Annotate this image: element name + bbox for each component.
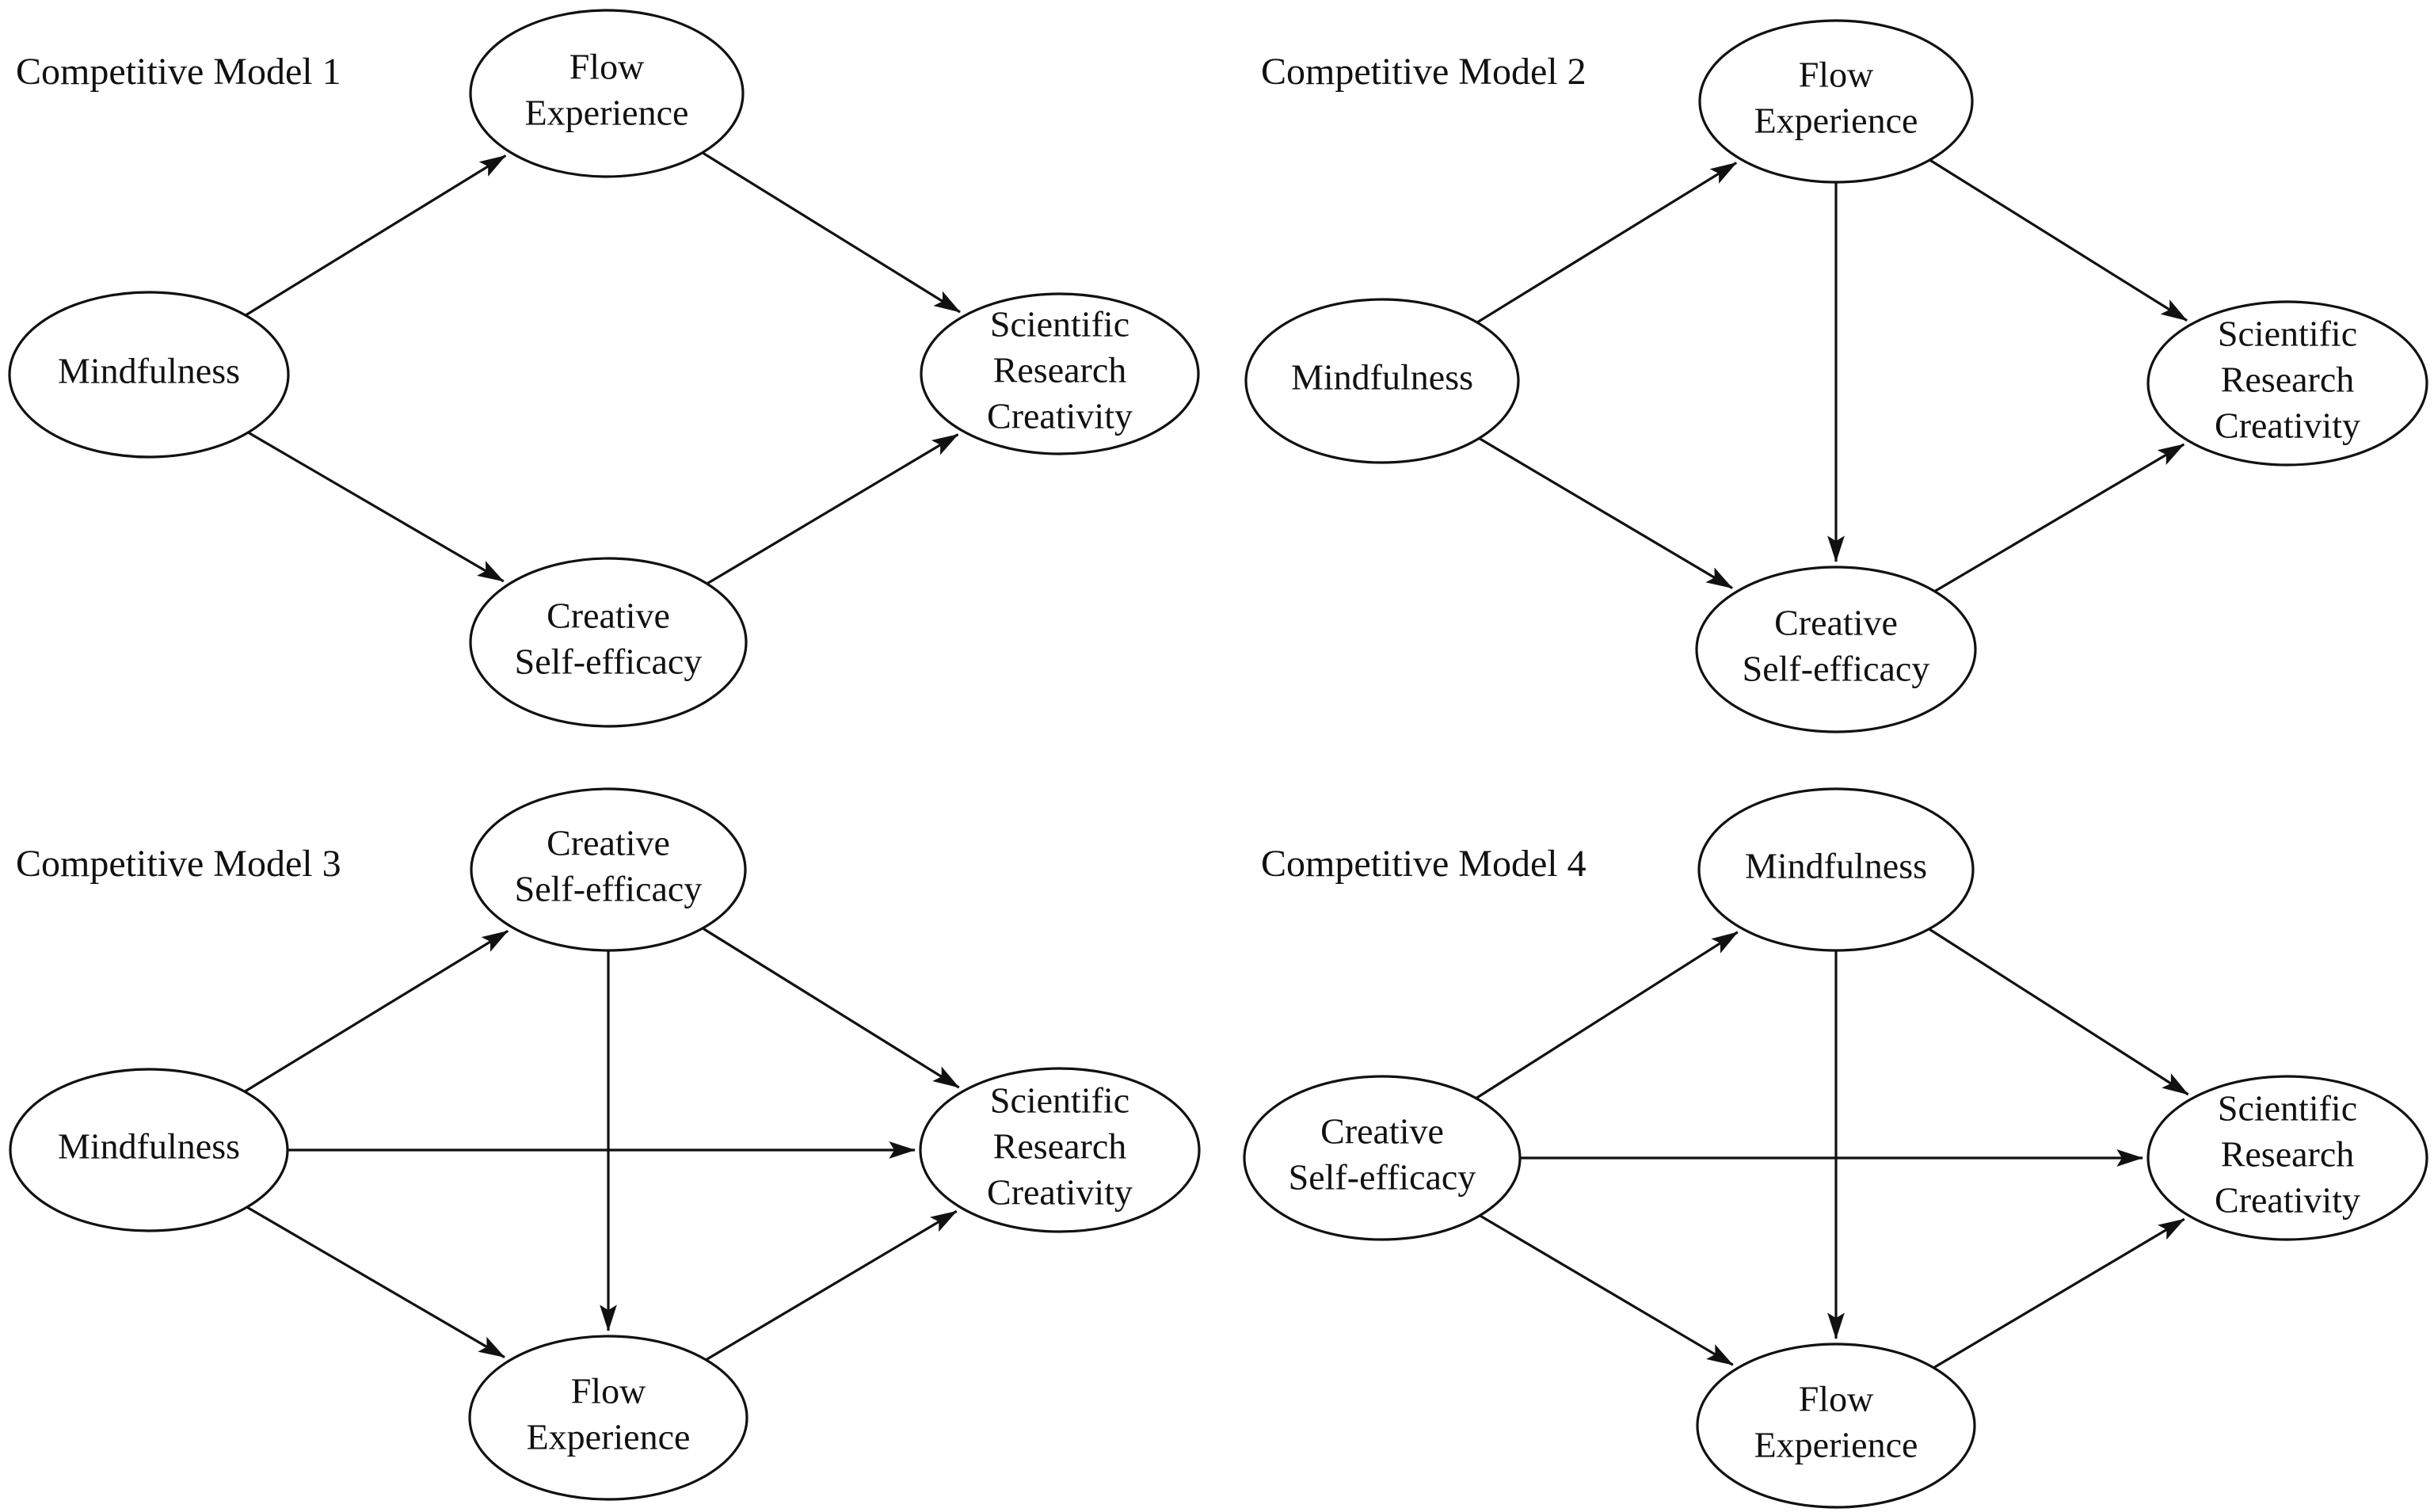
- node-ellipse-m2-src: [2146, 300, 2428, 467]
- edge-m4-e4: Flow Experience to Scientific Research C…: [1933, 1217, 2185, 1369]
- edge-m2-e1: Mindfulness to Flow Experience: [1476, 162, 1738, 324]
- edge-m3-e4: Flow Experience to Scientific Research C…: [705, 1209, 958, 1362]
- edge-m1-e1: Mindfulness to Flow Experience: [245, 154, 507, 317]
- node-label-m2-cse: Self-efficacy: [1743, 649, 1930, 689]
- node-m3-mindfulness: Mindfulness: [9, 1068, 289, 1232]
- node-label-m1-cse: Self-efficacy: [515, 642, 703, 682]
- node-label-m3-src: Creativity: [987, 1172, 1133, 1213]
- node-ellipse-m4-flow: [1696, 1343, 1976, 1509]
- node-ellipse-m4-mindfulness: [1697, 787, 1975, 952]
- node-label-m1-mindfulness: Mindfulness: [58, 351, 240, 391]
- node-label-m1-flow: Experience: [525, 93, 689, 133]
- node-label-m3-flow: Experience: [527, 1417, 691, 1457]
- panel-title-model-4: Competitive Model 4: [1261, 843, 1586, 885]
- edge-m3-e1: Mindfulness to Creative Self-efficacy: [244, 930, 509, 1093]
- node-ellipse-m3-cse: [470, 787, 747, 952]
- node-ellipse-m4-cse: [1243, 1075, 1522, 1241]
- node-label-m1-flow: Flow: [569, 47, 645, 87]
- edge-m1-e3: Flow Experience to Scientific Research C…: [701, 151, 961, 314]
- node-label-m2-mindfulness: Mindfulness: [1291, 357, 1473, 398]
- edge-m4-e2: Creative Self-efficacy to Flow Experienc…: [1479, 1214, 1734, 1366]
- node-label-m2-cse: Creative: [1774, 603, 1898, 643]
- node-ellipse-m1-cse: [469, 557, 748, 728]
- node-m2-mindfulness: Mindfulness: [1244, 298, 1520, 464]
- node-m1-mindfulness: Mindfulness: [8, 291, 290, 459]
- node-ellipse-m1-mindfulness: [8, 291, 290, 459]
- node-label-m2-flow: Experience: [1754, 101, 1918, 141]
- edge-m3-e3: Creative Self-efficacy to Scientific Res…: [702, 927, 960, 1089]
- node-ellipse-m3-flow: [468, 1335, 748, 1501]
- node-label-m4-flow: Experience: [1754, 1425, 1918, 1465]
- node-label-m4-src: Research: [2221, 1134, 2355, 1175]
- node-label-m4-flow: Flow: [1799, 1379, 1874, 1419]
- panel-title-model-1: Competitive Model 1: [16, 51, 341, 93]
- edge-m1-e2: Mindfulness to Creative Self-efficacy: [247, 431, 505, 583]
- edge-m4-e3: Mindfulness to Scientific Research Creat…: [1928, 927, 2189, 1096]
- node-label-m1-src: Creativity: [987, 396, 1133, 436]
- node-label-m3-mindfulness: Mindfulness: [58, 1126, 240, 1167]
- node-ellipse-m2-mindfulness: [1244, 298, 1520, 464]
- node-label-m4-src: Creativity: [2215, 1180, 2360, 1221]
- panel-titles-layer: Competitive Model 1 Competitive Model 2 Co…: [16, 51, 1586, 885]
- node-label-m3-cse: Self-efficacy: [515, 869, 703, 909]
- edge-m2-e3: Flow Experience to Scientific Research C…: [1929, 158, 2188, 322]
- node-ellipse-m4-src: [2146, 1075, 2428, 1241]
- edge-m4-e1: Creative Self-efficacy to Mindfulness: [1475, 931, 1739, 1099]
- edge-m2-e4: Creative Self-efficacy to Scientific Res…: [1933, 443, 2185, 592]
- edges-layer: Mindfulness to Flow ExperienceMindfulnes…: [244, 151, 2189, 1369]
- node-label-m1-cse: Creative: [547, 596, 670, 636]
- panel-title-model-3: Competitive Model 3: [16, 843, 341, 885]
- node-label-m4-cse: Self-efficacy: [1289, 1157, 1476, 1198]
- node-ellipse-m3-src: [919, 1067, 1201, 1233]
- node-m4-mindfulness: Mindfulness: [1697, 787, 1975, 952]
- node-label-m4-mindfulness: Mindfulness: [1745, 846, 1927, 886]
- nodes-layer: MindfulnessFlowExperienceCreativeSelf-ef…: [8, 9, 2428, 1509]
- panel-title-model-2: Competitive Model 2: [1261, 51, 1586, 93]
- node-label-m2-src: Research: [2221, 360, 2355, 400]
- node-label-m3-flow: Flow: [571, 1371, 646, 1411]
- edge-m1-e4: Creative Self-efficacy to Scientific Res…: [706, 433, 959, 585]
- node-label-m3-src: Research: [993, 1126, 1127, 1167]
- edge-m2-e2: Mindfulness to Creative Self-efficacy: [1478, 437, 1733, 589]
- edge-m3-e2: Mindfulness to Flow Experience: [246, 1205, 505, 1358]
- node-ellipse-m2-flow: [1698, 19, 1974, 184]
- node-label-m2-flow: Flow: [1799, 55, 1874, 95]
- node-label-m4-src: Scientific: [2218, 1088, 2357, 1129]
- node-label-m3-cse: Creative: [547, 823, 670, 863]
- node-ellipse-m3-mindfulness: [9, 1068, 289, 1232]
- node-ellipse-m2-cse: [1695, 566, 1977, 733]
- node-label-m1-src: Research: [993, 350, 1127, 390]
- node-label-m4-cse: Creative: [1320, 1111, 1444, 1152]
- node-ellipse-m1-flow: [469, 9, 745, 178]
- node-label-m2-src: Creativity: [2215, 406, 2360, 446]
- node-ellipse-m1-src: [920, 292, 1200, 455]
- node-label-m2-src: Scientific: [2218, 314, 2357, 354]
- node-label-m3-src: Scientific: [990, 1080, 1129, 1121]
- node-label-m1-src: Scientific: [990, 304, 1129, 345]
